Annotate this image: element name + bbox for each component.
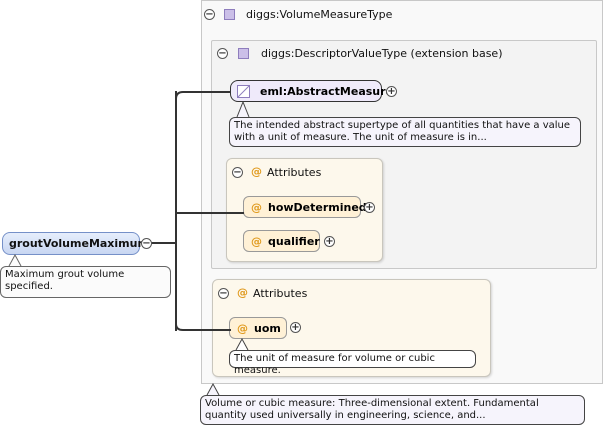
attribute-label: uom	[254, 322, 281, 335]
expand-icon[interactable]: +	[290, 322, 301, 333]
description-pointer	[236, 101, 250, 118]
abstract-measure-label: eml:AbstractMeasure	[260, 85, 394, 98]
attributes-title: Attributes	[253, 287, 308, 300]
collapse-icon[interactable]: −	[232, 167, 243, 178]
attributes-group-icon: @	[251, 165, 262, 178]
attribute-qualifier[interactable]: @ qualifier	[243, 230, 320, 252]
attributes-group-icon: @	[237, 286, 248, 299]
connector-line	[176, 212, 244, 214]
root-element-groutvolumemaximum[interactable]: groutVolumeMaximum	[2, 232, 149, 255]
attribute-howdetermined[interactable]: @ howDetermined	[243, 196, 367, 218]
connector-curve	[175, 320, 231, 331]
extension-base-title: diggs:DescriptorValueType (extension bas…	[261, 47, 503, 60]
description-pointer	[206, 383, 220, 396]
root-element-label: groutVolumeMaximum	[9, 237, 149, 250]
collapse-icon[interactable]: −	[141, 238, 152, 249]
description-pointer	[235, 338, 249, 351]
collapse-icon[interactable]: −	[204, 9, 215, 20]
expand-icon[interactable]: +	[324, 236, 335, 247]
abstract-measure-description: The intended abstract supertype of all q…	[229, 117, 581, 147]
collapse-icon[interactable]: −	[218, 288, 229, 299]
complex-type-icon	[224, 9, 235, 20]
type-title: diggs:VolumeMeasureType	[246, 8, 393, 21]
collapse-icon[interactable]: −	[217, 48, 228, 59]
connector-line	[150, 242, 176, 244]
attribute-label: qualifier	[268, 235, 320, 248]
abstract-measure-element[interactable]: eml:AbstractMeasure	[230, 80, 393, 102]
attribute-label: howDetermined	[268, 201, 367, 214]
root-description: Maximum grout volume specified.	[0, 266, 171, 298]
complex-type-icon	[238, 48, 249, 59]
attribute-uom[interactable]: @ uom	[229, 317, 287, 339]
expand-icon[interactable]: +	[386, 86, 397, 97]
connector-curve	[175, 91, 231, 102]
description-pointer	[8, 254, 22, 267]
attribute-icon: @	[251, 201, 262, 214]
base-attributes-title: Attributes	[267, 166, 322, 179]
connector-line	[175, 91, 177, 331]
uom-description: The unit of measure for volume or cubic …	[229, 350, 476, 376]
attribute-icon: @	[237, 322, 248, 335]
abstract-element-icon	[237, 85, 250, 98]
attribute-icon: @	[251, 235, 262, 248]
expand-icon[interactable]: +	[364, 202, 375, 213]
type-description: Volume or cubic measure: Three-dimension…	[200, 395, 585, 425]
